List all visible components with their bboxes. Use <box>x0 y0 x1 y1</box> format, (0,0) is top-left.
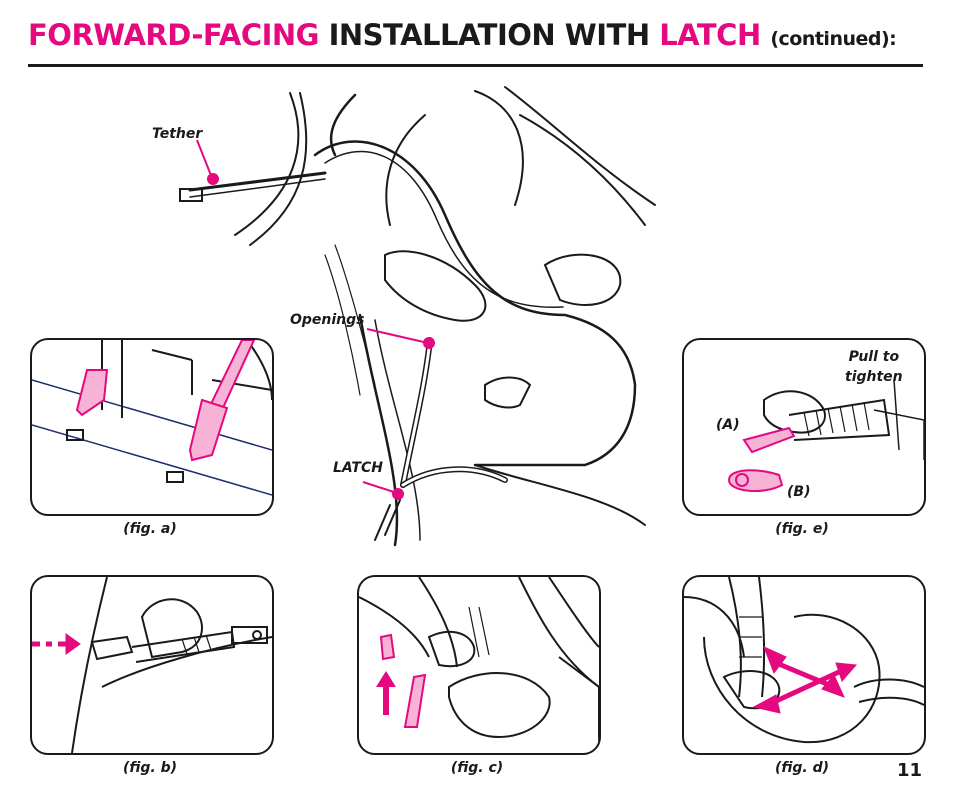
page-number: 11 <box>897 760 923 781</box>
caption-fig-a: (fig. a) <box>123 521 177 537</box>
label-openings: Openings <box>290 312 365 328</box>
title-latch: LATCH <box>659 18 761 52</box>
caption-fig-c: (fig. c) <box>450 760 504 776</box>
figure-d-drawing <box>684 577 924 744</box>
figure-c-panel <box>357 575 601 755</box>
figure-b-drawing <box>32 577 272 753</box>
caption-fig-b: (fig. b) <box>122 760 178 776</box>
figure-a-drawing <box>32 340 272 496</box>
car-seat-illustration <box>175 85 675 555</box>
caption-fig-d: (fig. d) <box>774 760 830 776</box>
label-pull-to-tighten: Pull to tighten <box>845 347 903 387</box>
title-rule <box>28 64 923 67</box>
caption-fig-e: (fig. e) <box>775 521 829 537</box>
title-forward-facing: FORWARD-FACING <box>28 18 319 52</box>
figure-b-panel <box>30 575 274 755</box>
figure-d-panel <box>682 575 926 755</box>
figure-a-panel <box>30 338 274 516</box>
label-latch: LATCH <box>333 460 383 476</box>
label-a: (A) <box>716 417 740 433</box>
label-tether: Tether <box>152 126 203 142</box>
label-b: (B) <box>787 484 811 500</box>
figure-e-panel <box>682 338 926 516</box>
label-pull-line1: Pull to <box>848 349 900 365</box>
car-seat-drawing <box>179 86 656 547</box>
figure-c-drawing <box>359 577 599 753</box>
title-installation-with: INSTALLATION WITH <box>328 18 651 52</box>
title-continued: (continued): <box>770 28 897 50</box>
page-title: FORWARD-FACING INSTALLATION WITH LATCH (… <box>28 18 897 52</box>
figure-e-drawing <box>727 379 924 492</box>
label-pull-line2: tighten <box>845 369 903 385</box>
